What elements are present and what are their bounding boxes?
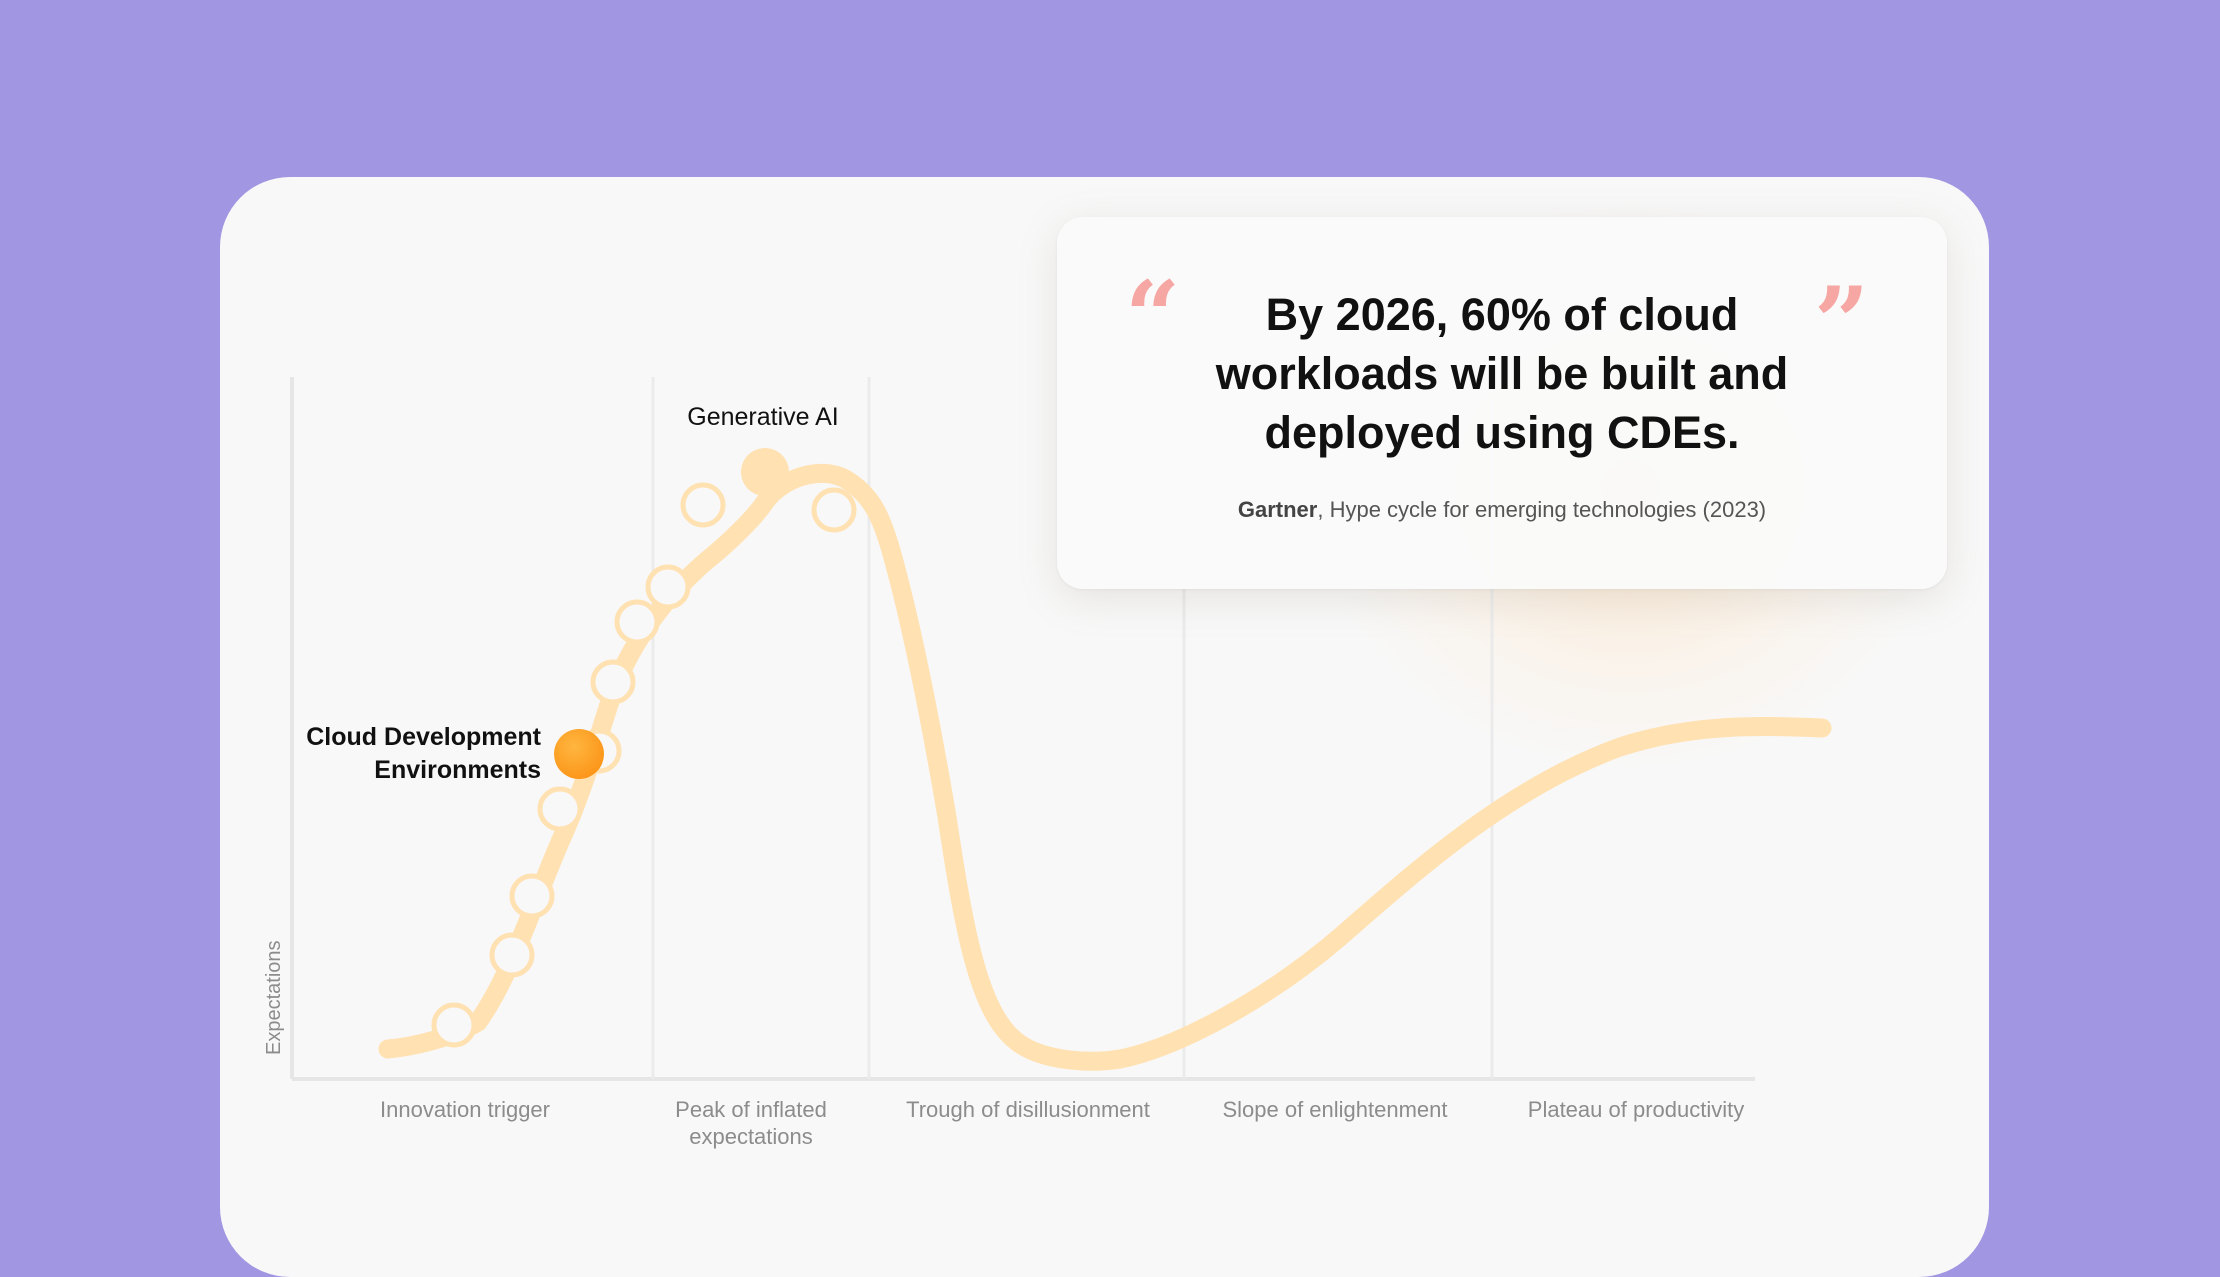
phase-label: Trough of disillusionment (906, 1097, 1150, 1122)
phase-label: Innovation trigger (380, 1097, 550, 1122)
quote-source: Gartner, Hype cycle for emerging technol… (1057, 497, 1947, 523)
phase-label: Slope of enlightenment (1222, 1097, 1447, 1122)
generative-ai-marker (741, 448, 789, 496)
marker-label: Generative AI (687, 403, 838, 431)
source-name: Gartner (1237, 497, 1318, 522)
source-description: , Hype cycle for emerging technologies (… (1317, 497, 1767, 522)
curve-marker (590, 659, 636, 705)
cde-marker (554, 729, 604, 779)
curve-marker (489, 932, 535, 978)
curve-marker (645, 564, 691, 610)
y-axis-label: Expectations (263, 940, 285, 1055)
phase-label: Plateau of productivity (1528, 1097, 1744, 1122)
hype-cycle-card: Expectations Innovation trigger Peak of i… (220, 177, 1989, 1277)
close-quote-icon: ” (1814, 266, 1870, 379)
curve-marker (811, 487, 857, 533)
curve-marker (537, 786, 583, 832)
hype-cycle-chart: Expectations Innovation trigger Peak of i… (263, 377, 1832, 1149)
chart-markers (431, 448, 857, 1048)
quote-box: “ By 2026, 60% of cloud workloads will b… (1057, 217, 1947, 589)
curve-marker (614, 599, 660, 645)
curve-marker (680, 482, 726, 528)
open-quote-icon: “ (1125, 260, 1181, 373)
curve-marker (509, 873, 555, 919)
quote-text: By 2026, 60% of cloud workloads will be … (1215, 289, 1789, 458)
curve-marker (431, 1002, 477, 1048)
